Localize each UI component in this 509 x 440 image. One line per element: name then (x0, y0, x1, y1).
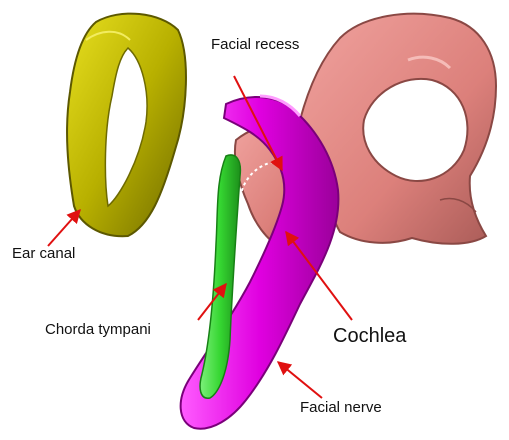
ear-canal-arrow (48, 210, 80, 246)
facial-nerve-arrow (278, 362, 322, 398)
chorda-tympani-label: Chorda tympani (45, 322, 151, 337)
cochlea-label: Cochlea (333, 326, 406, 346)
ear-canal-structure (67, 14, 186, 237)
facial-recess-label: Facial recess (211, 37, 299, 52)
ear-canal-label: Ear canal (12, 246, 75, 261)
facial-nerve-label: Facial nerve (300, 400, 382, 415)
